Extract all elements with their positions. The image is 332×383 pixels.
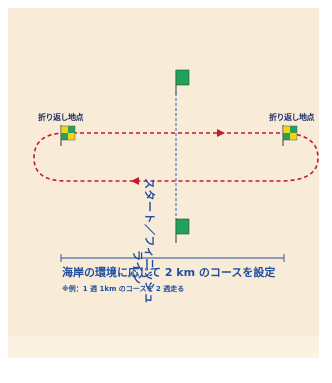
- turnaround-label-left: 折り返し地点: [38, 113, 84, 122]
- distance-bracket: [60, 254, 285, 262]
- start-flag-icon: [175, 218, 190, 243]
- checkered-flag-icon: [60, 125, 76, 146]
- start-finish-label-line2: ライン: [131, 250, 144, 285]
- start-finish-label-line1: スタート／フィニッシュ: [143, 178, 156, 305]
- checkered-flag-icon: [282, 125, 298, 146]
- start-flag-icon: [175, 69, 190, 94]
- turnaround-label-right: 折り返し地点: [269, 113, 315, 122]
- arrow-left-icon: [131, 177, 139, 185]
- course-note: ※例：1 週 1km のコースを 2 週走る: [62, 285, 185, 293]
- panel-footer: [8, 336, 319, 358]
- diagram-panel: [8, 8, 319, 358]
- course-loop: [33, 132, 319, 182]
- arrow-right-icon: [217, 129, 225, 137]
- course-caption: 海岸の環境に応じて 2 km のコースを設定: [62, 266, 276, 279]
- start-finish-label: スタート／フィニッシュ ライン: [131, 178, 156, 318]
